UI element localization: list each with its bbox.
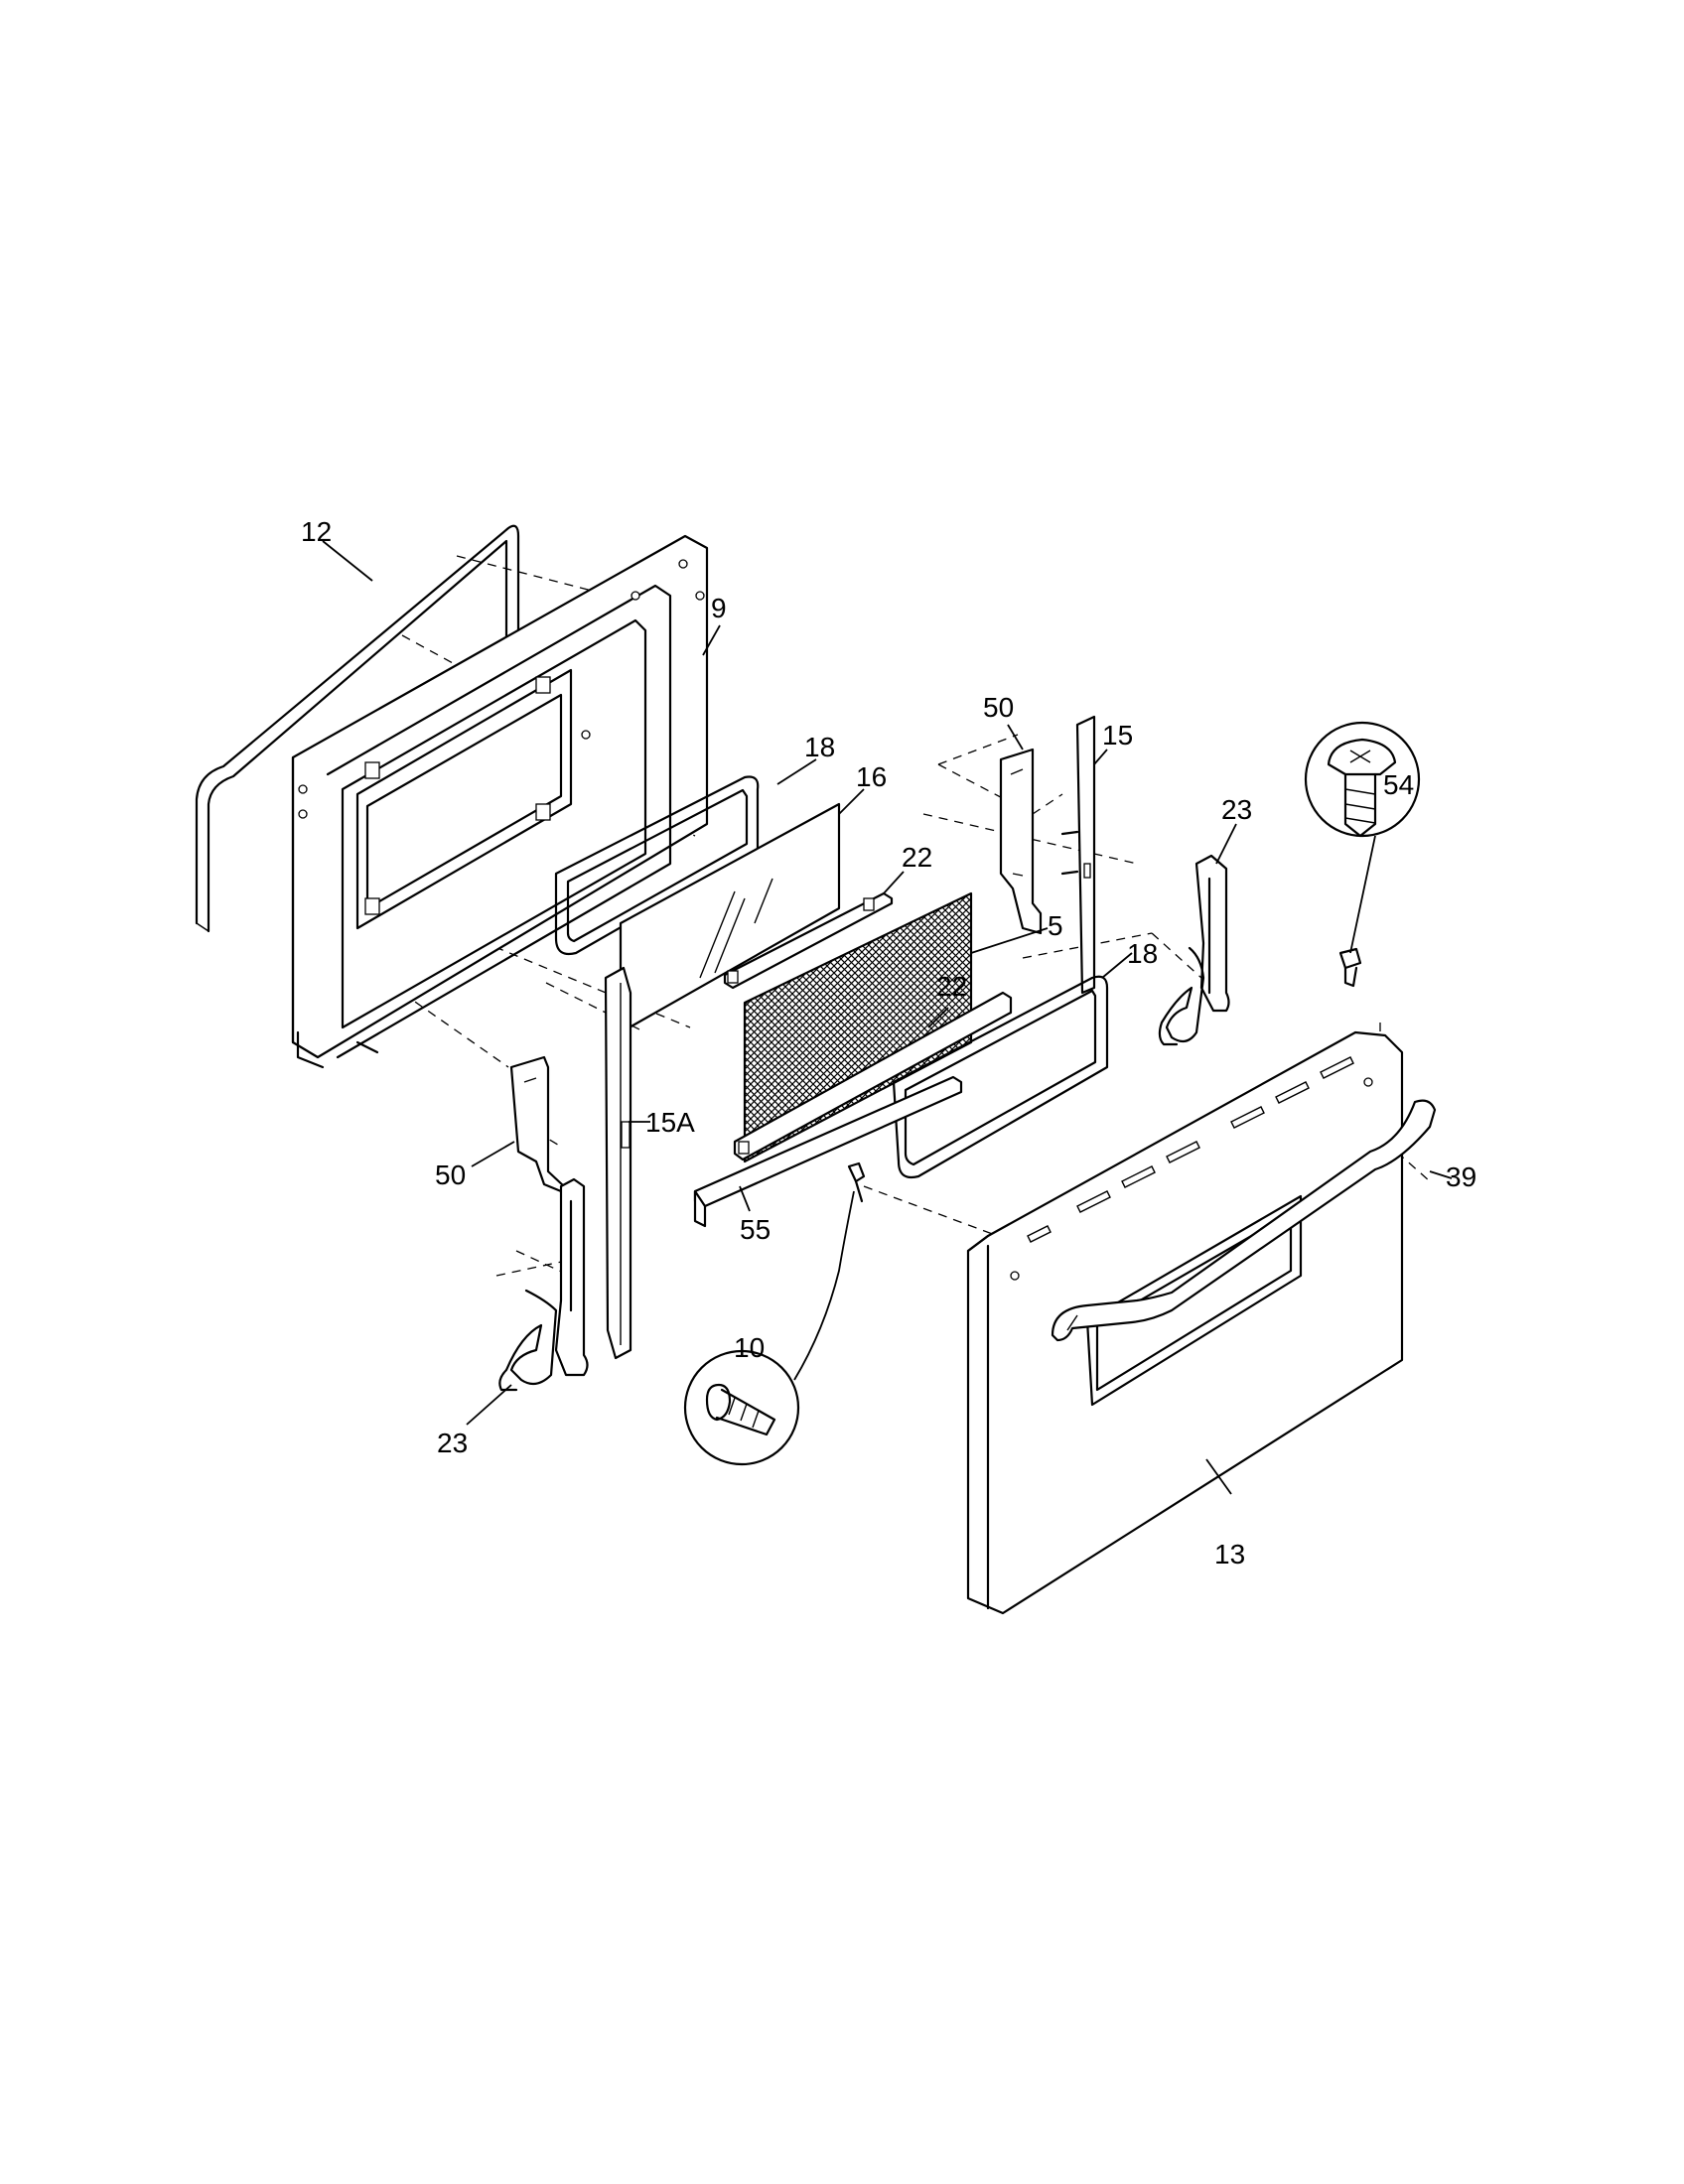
screw-detail bbox=[1304, 721, 1421, 988]
inner-door-panel bbox=[291, 534, 709, 1069]
vent-slots bbox=[1027, 1056, 1354, 1243]
callout-10: 10 bbox=[734, 1332, 765, 1363]
outer-door-panel bbox=[966, 1030, 1404, 1615]
heat-shield-lower bbox=[509, 1055, 566, 1193]
callout-5: 5 bbox=[1048, 910, 1063, 941]
bolt-detail bbox=[683, 1161, 866, 1466]
callout-23-left: 23 bbox=[437, 1428, 468, 1458]
callout-23-right: 23 bbox=[1221, 794, 1252, 825]
heat-shield-upper bbox=[999, 748, 1043, 935]
callout-22-lower: 22 bbox=[936, 971, 967, 1002]
callout-18-lower: 18 bbox=[1127, 938, 1158, 969]
door-handle bbox=[1051, 1099, 1437, 1342]
callout-18-upper: 18 bbox=[804, 732, 835, 762]
door-hinge-left bbox=[498, 1177, 589, 1392]
door-side-trim-right bbox=[1060, 715, 1096, 995]
callout-labels: 12 9 18 16 50 15 22 5 23 54 18 22 15A 50… bbox=[301, 516, 1476, 1570]
callout-9: 9 bbox=[711, 593, 727, 623]
glass-gasket-lower bbox=[892, 975, 1109, 1179]
door-gasket bbox=[195, 524, 520, 933]
bottom-bracket bbox=[693, 1075, 963, 1228]
callout-22-upper: 22 bbox=[902, 842, 932, 873]
callout-55: 55 bbox=[740, 1214, 771, 1245]
callout-15: 15 bbox=[1102, 720, 1133, 751]
callout-54: 54 bbox=[1383, 769, 1414, 800]
door-side-trim-left bbox=[604, 966, 632, 1360]
leader-lines bbox=[322, 540, 1453, 1495]
callout-13: 13 bbox=[1214, 1539, 1245, 1570]
callout-50-lower: 50 bbox=[435, 1160, 466, 1190]
callout-50-upper: 50 bbox=[983, 692, 1014, 723]
glass-bracket-lower bbox=[733, 991, 1013, 1161]
callout-39: 39 bbox=[1446, 1161, 1476, 1192]
door-hinge-right bbox=[1158, 854, 1230, 1046]
callout-16: 16 bbox=[856, 761, 887, 792]
callout-15a: 15A bbox=[645, 1107, 695, 1138]
callout-12: 12 bbox=[301, 516, 332, 547]
